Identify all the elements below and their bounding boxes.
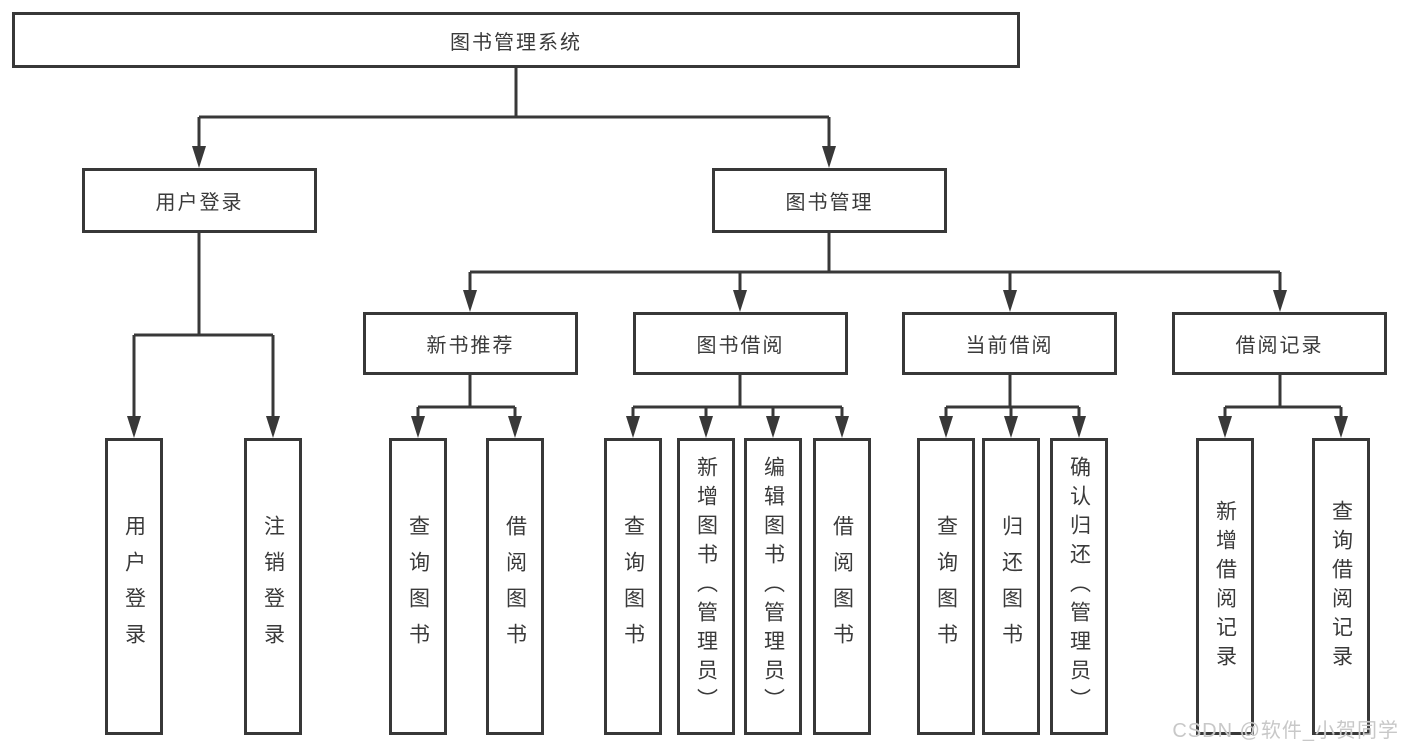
node-label: 当前借阅	[965, 335, 1054, 357]
node-label: 查询借阅记录	[1329, 499, 1353, 674]
node-label: 确认归还（管理员）	[1067, 456, 1091, 717]
leaf-edit-book-admin: 编辑图书（管理员）	[744, 438, 802, 735]
node-label: 用户登录	[155, 192, 244, 214]
arrowhead	[733, 290, 747, 312]
leaf-return-books: 归还图书	[982, 438, 1040, 735]
node-label: 新书推荐	[426, 335, 515, 357]
connector-current-borrow-split	[939, 375, 1086, 438]
node-label: 借阅图书	[503, 514, 527, 659]
node-new-book-recommend: 新书推荐	[363, 312, 578, 375]
node-label: 借阅图书	[830, 514, 854, 659]
node-current-borrowing: 当前借阅	[902, 312, 1117, 375]
arrowhead	[766, 416, 780, 438]
arrowhead	[463, 290, 477, 312]
arrowhead	[127, 416, 141, 438]
node-label: 查询图书	[406, 514, 430, 659]
node-library-system: 图书管理系统	[12, 12, 1020, 68]
arrowhead	[822, 146, 836, 168]
arrowhead	[266, 416, 280, 438]
node-label: 图书管理系统	[450, 31, 582, 54]
node-label: 图书管理	[785, 192, 874, 214]
arrowhead	[1003, 290, 1017, 312]
leaf-add-borrow-record: 新增借阅记录	[1196, 438, 1254, 735]
connector-root-split	[192, 68, 836, 168]
node-label: 查询图书	[621, 514, 645, 659]
node-label: 归还图书	[999, 514, 1023, 659]
node-label: 查询图书	[934, 514, 958, 659]
leaf-confirm-return-admin: 确认归还（管理员）	[1050, 438, 1108, 735]
leaf-query-borrow-record: 查询借阅记录	[1312, 438, 1370, 735]
connector-borrow-records-split	[1218, 375, 1348, 438]
leaf-logout-login: 注销登录	[244, 438, 302, 735]
arrowhead	[1004, 416, 1018, 438]
arrowhead	[626, 416, 640, 438]
leaf-add-book-admin: 新增图书（管理员）	[677, 438, 735, 735]
connector-new-book-split	[411, 375, 522, 438]
connector-user-login-split	[127, 233, 280, 438]
arrowhead	[1072, 416, 1086, 438]
leaf-user-login: 用户登录	[105, 438, 163, 735]
arrowhead	[1273, 290, 1287, 312]
node-book-management: 图书管理	[712, 168, 947, 233]
node-label: 用户登录	[122, 514, 146, 659]
arrowhead	[508, 416, 522, 438]
arrowhead	[835, 416, 849, 438]
leaf-query-books-1: 查询图书	[389, 438, 447, 735]
arrowhead	[411, 416, 425, 438]
leaf-borrow-books-2: 借阅图书	[813, 438, 871, 735]
node-user-login-group: 用户登录	[82, 168, 317, 233]
node-label: 新增图书（管理员）	[694, 456, 718, 717]
arrowhead	[939, 416, 953, 438]
connector-book-management-split	[463, 233, 1287, 312]
node-book-borrowing: 图书借阅	[633, 312, 848, 375]
node-borrowing-records: 借阅记录	[1172, 312, 1387, 375]
connector-book-borrow-split	[626, 375, 849, 438]
arrowhead	[1334, 416, 1348, 438]
leaf-query-books-2: 查询图书	[604, 438, 662, 735]
arrowhead	[192, 146, 206, 168]
leaf-borrow-books-1: 借阅图书	[486, 438, 544, 735]
node-label: 注销登录	[261, 514, 285, 659]
arrowhead	[699, 416, 713, 438]
node-label: 新增借阅记录	[1213, 499, 1237, 674]
watermark: CSDN @软件_小贺同学	[1172, 720, 1399, 742]
arrowhead	[1218, 416, 1232, 438]
node-label: 图书借阅	[696, 335, 785, 357]
leaf-query-books-3: 查询图书	[917, 438, 975, 735]
node-label: 借阅记录	[1235, 335, 1324, 357]
node-label: 编辑图书（管理员）	[761, 456, 785, 717]
